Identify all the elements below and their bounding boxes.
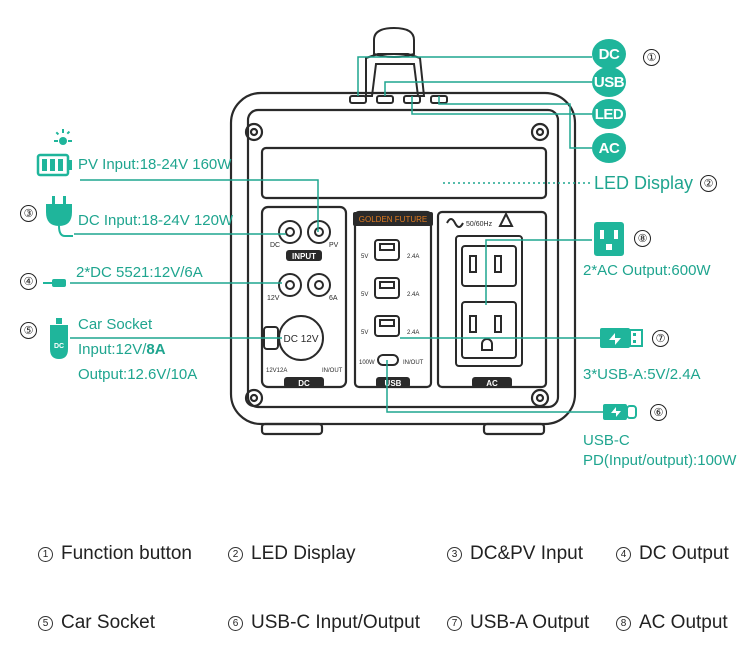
usb-panel-label: USB bbox=[385, 379, 402, 388]
legend-number: 8 bbox=[616, 615, 631, 631]
pill-led: LED bbox=[592, 99, 626, 129]
ac-panel-label: AC bbox=[486, 379, 498, 388]
pill-ac: AC bbox=[592, 133, 626, 163]
callout-number-4: ④ bbox=[20, 273, 37, 290]
legend-item-dc-pv-input: 3 DC&PV Input bbox=[447, 543, 583, 565]
car-socket-input: Input:12V/8A bbox=[78, 341, 166, 359]
input-panel-label: INPUT bbox=[292, 252, 316, 261]
brand-plate bbox=[353, 212, 433, 226]
legend-number: 4 bbox=[616, 546, 631, 562]
pv-input-label: PV Input:18-24V 160W bbox=[78, 156, 232, 173]
dc-cable-icon bbox=[43, 279, 66, 287]
brand-display-text: GOLDEN FUTURE bbox=[359, 215, 427, 224]
legend-item-led-display: 2 LED Display bbox=[228, 543, 356, 565]
ac-frequency: 50/60Hz bbox=[466, 221, 493, 228]
solar-battery-icon bbox=[36, 153, 72, 177]
callout-number-2: ② bbox=[700, 175, 717, 192]
car-plug-dc-text: DC bbox=[54, 343, 64, 350]
usb3-5v: 5V bbox=[361, 330, 368, 336]
legend-number: 2 bbox=[228, 546, 243, 562]
car-socket-input-amps: 8A bbox=[146, 341, 166, 358]
legend-item-dc-output: 4 DC Output bbox=[616, 543, 729, 565]
dc-panel-label: DC bbox=[298, 379, 310, 388]
usbc-100w: 100W bbox=[359, 360, 375, 366]
sun-icon bbox=[54, 129, 72, 145]
callout-number-8: ⑧ bbox=[634, 230, 651, 247]
ac-outlet-icon bbox=[594, 222, 624, 256]
car-plug-icon bbox=[50, 318, 68, 359]
legend-label: AC Output bbox=[639, 612, 728, 633]
power-station-diagram: INPUT DC PV 12V 6A DC 12V 12V12A IN/OUT … bbox=[36, 26, 643, 436]
car-socket-output: Output:12.6V/10A bbox=[78, 366, 198, 383]
port-dc-label: DC bbox=[270, 242, 280, 249]
legend-number: 3 bbox=[447, 546, 462, 562]
usb-c-desc: PD(Input/output):100W bbox=[583, 452, 737, 469]
legend-label: Car Socket bbox=[61, 612, 155, 633]
usb-a-plug-icon bbox=[600, 328, 643, 348]
callout-number-5: ⑤ bbox=[20, 322, 37, 339]
legend-number: 6 bbox=[228, 615, 243, 631]
usb-c-plug-icon bbox=[603, 404, 637, 420]
legend-item-usb-a: 7 USB-A Output bbox=[447, 612, 589, 634]
legend-number: 5 bbox=[38, 615, 53, 631]
usb-label-plate bbox=[376, 377, 410, 388]
ac-label-plate bbox=[472, 377, 512, 388]
legend-label: DC&PV Input bbox=[470, 543, 583, 564]
callout-number-3: ③ bbox=[20, 205, 37, 222]
callout-number-6: ⑥ bbox=[650, 404, 667, 421]
dc-output-label: 2*DC 5521:12V/6A bbox=[76, 264, 203, 281]
ac-outlets bbox=[446, 211, 523, 367]
callout-number-7: ⑦ bbox=[652, 330, 669, 347]
legend-label: Function button bbox=[61, 543, 192, 564]
port-6a-label: 6A bbox=[329, 295, 338, 302]
leader-lines bbox=[70, 56, 603, 413]
car-12v12a-label: 12V12A bbox=[266, 368, 287, 374]
usb-c-title: USB-C bbox=[583, 432, 630, 449]
car-socket-title: Car Socket bbox=[78, 316, 153, 333]
port-pv-label: PV bbox=[329, 242, 339, 249]
input-label-plate bbox=[286, 250, 322, 261]
dc-input-label: DC Input:18-24V 120W bbox=[78, 212, 234, 229]
legend-item-car-socket: 5 Car Socket bbox=[38, 612, 155, 634]
usbc-inout: IN/OUT bbox=[403, 360, 424, 366]
legend-label: DC Output bbox=[639, 543, 729, 564]
ac-output-label: 2*AC Output:600W bbox=[583, 262, 711, 279]
port-12v-label: 12V bbox=[267, 295, 280, 302]
usb2-24a: 2.4A bbox=[407, 292, 419, 298]
legend-label: LED Display bbox=[251, 543, 356, 564]
legend-label: USB-A Output bbox=[470, 612, 590, 633]
car-inout-label: IN/OUT bbox=[322, 368, 343, 374]
dc-label-plate bbox=[284, 377, 324, 388]
pill-dc: DC bbox=[592, 39, 626, 69]
usb1-5v: 5V bbox=[361, 254, 368, 260]
usb-a-label: 3*USB-A:5V/2.4A bbox=[583, 366, 701, 383]
usb2-5v: 5V bbox=[361, 292, 368, 298]
car-socket-label: DC 12V bbox=[283, 334, 318, 345]
car-socket-input-text: Input:12V/ bbox=[78, 341, 147, 358]
diagram-stage: INPUT DC PV 12V 6A DC 12V 12V12A IN/OUT … bbox=[20, 26, 737, 469]
legend-number: 1 bbox=[38, 546, 53, 562]
legend-number: 7 bbox=[447, 615, 462, 631]
legend-item-function-button: 1 Function button bbox=[38, 543, 192, 565]
usb3-24a: 2.4A bbox=[407, 330, 419, 336]
pill-usb: USB bbox=[592, 67, 626, 97]
led-display-label: LED Display bbox=[594, 173, 694, 193]
dc-plug-icon bbox=[46, 196, 73, 237]
usb-a-ports bbox=[374, 239, 400, 366]
legend-label: USB-C Input/Output bbox=[251, 612, 420, 633]
legend-item-ac-output: 8 AC Output bbox=[616, 612, 728, 634]
device-body bbox=[229, 91, 577, 436]
callout-number-1: ① bbox=[643, 49, 660, 66]
usb1-24a: 2.4A bbox=[407, 254, 419, 260]
legend-item-usb-c: 6 USB-C Input/Output bbox=[228, 612, 420, 634]
